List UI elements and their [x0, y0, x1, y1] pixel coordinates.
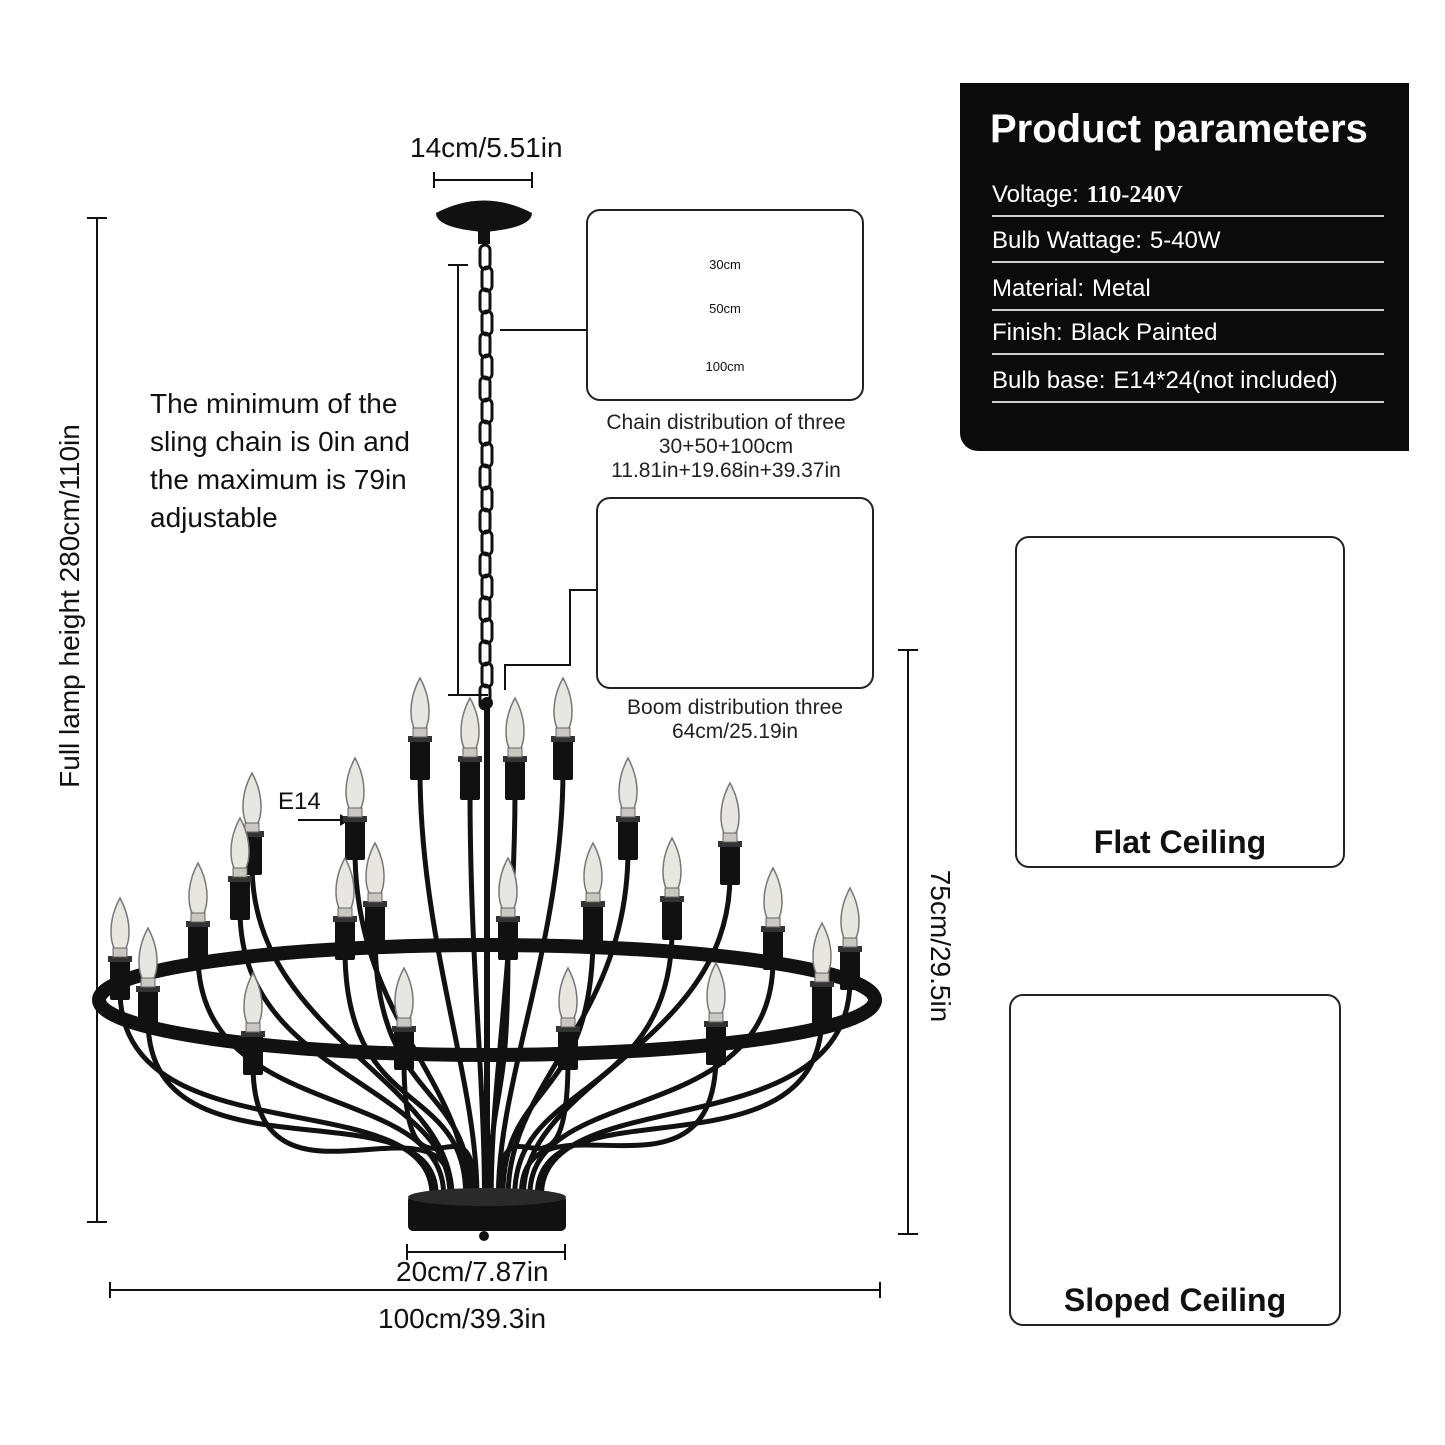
param-material: Material: Metal: [992, 267, 1384, 311]
sloped-ceiling-label: Sloped Ceiling: [1063, 1282, 1287, 1318]
chain-distribution-card: 30cm 50cm 100cm: [586, 209, 864, 401]
bulb-type-label: E14: [278, 788, 321, 815]
sloped-ceiling-card: Sloped Ceiling: [1009, 994, 1341, 1326]
chandelier-arms: [117, 767, 853, 1198]
canopy-width-label: 14cm/5.51in: [410, 132, 563, 163]
chain-length-30: 30cm: [709, 257, 741, 272]
body-height-label: 75cm/29.5in: [925, 869, 956, 1023]
candle-bulbs: [108, 676, 862, 1075]
chain-length-50: 50cm: [709, 301, 741, 316]
flat-ceiling-label: Flat Ceiling: [1093, 824, 1267, 860]
chain-caption: Chain distribution of three 30+50+100cm …: [606, 411, 846, 482]
chain-length-100: 100cm: [705, 359, 745, 374]
overall-width-label: 100cm/39.3in: [378, 1303, 547, 1334]
hanging-chain: [478, 243, 494, 711]
param-voltage: Voltage: 110-240V: [992, 173, 1384, 217]
body-height-label-wrap: 75cm/29.5in: [810, 870, 1070, 1023]
param-bulb-base: Bulb base: E14*24(not included): [992, 359, 1384, 403]
main-ring: [92, 938, 882, 1062]
boom-caption: Boom distribution three 64cm/25.19in: [627, 696, 843, 743]
flat-ceiling-card: Flat Ceiling: [1015, 536, 1345, 868]
base-width-label: 20cm/7.87in: [396, 1256, 549, 1287]
sling-chain-note: The minimum of the sling chain is 0in an…: [150, 388, 410, 533]
parameters-title: Product parameters: [990, 107, 1368, 151]
param-finish: Finish: Black Painted: [992, 311, 1384, 355]
boom-distribution-card: [596, 497, 874, 689]
canopy: [436, 200, 532, 232]
param-bulb-wattage: Bulb Wattage: 5-40W: [992, 219, 1384, 263]
full-height-label-wrap: Full lamp height 280cm/110in: [0, 424, 280, 788]
product-parameters-panel: Product parameters Voltage: 110-240V Bul…: [960, 83, 1409, 451]
full-height-label: Full lamp height 280cm/110in: [54, 424, 85, 788]
